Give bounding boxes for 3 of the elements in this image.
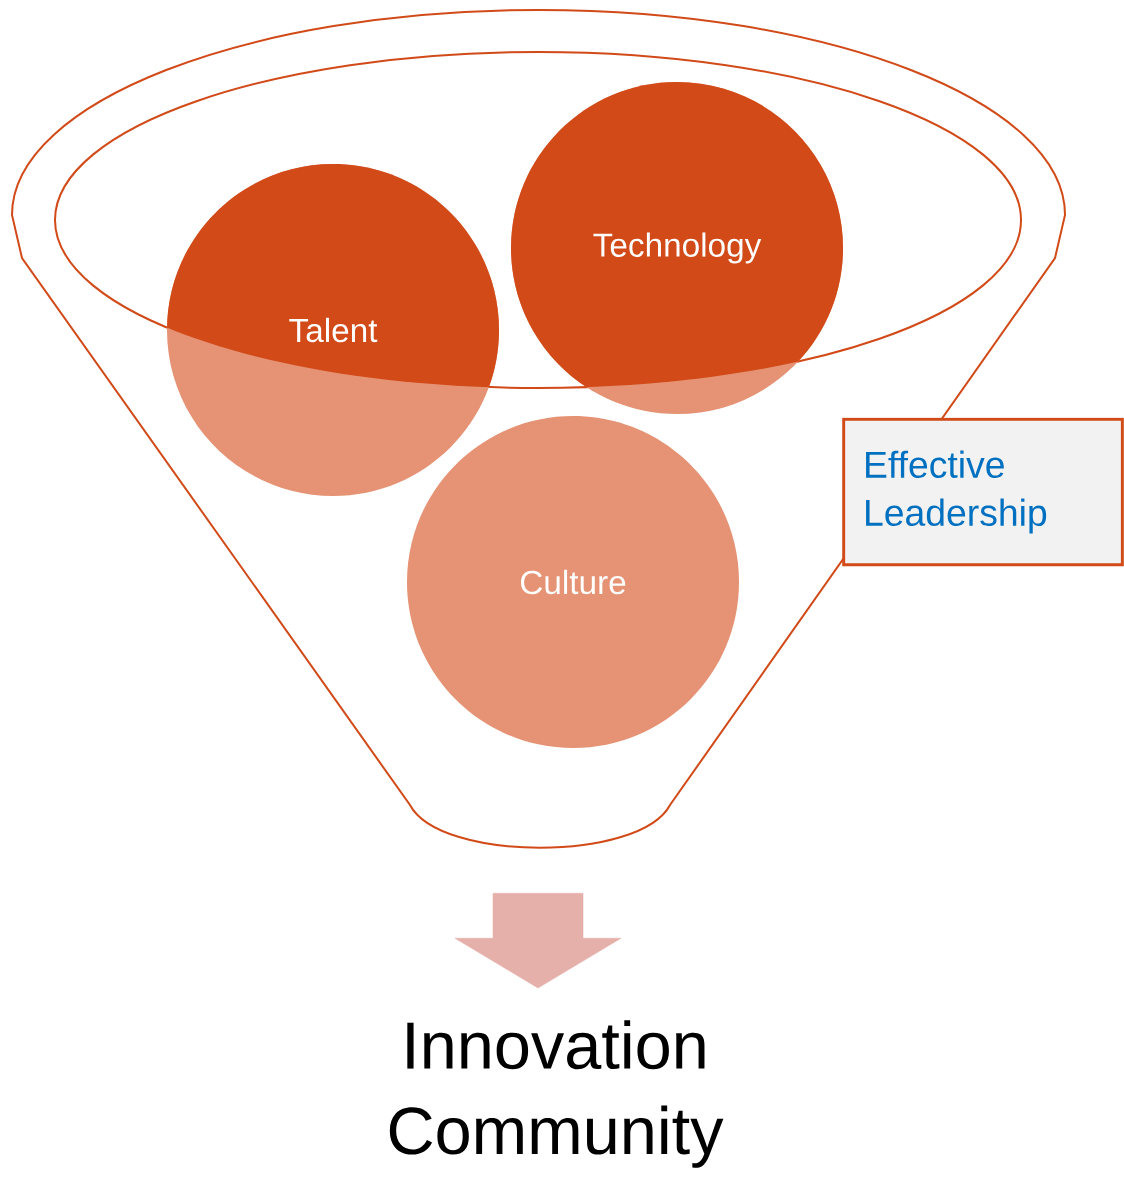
outcome-text: Innovation Community [389, 1020, 724, 1168]
text-box: Effective Leadership [842, 417, 1124, 567]
block-arrow [454, 893, 622, 989]
